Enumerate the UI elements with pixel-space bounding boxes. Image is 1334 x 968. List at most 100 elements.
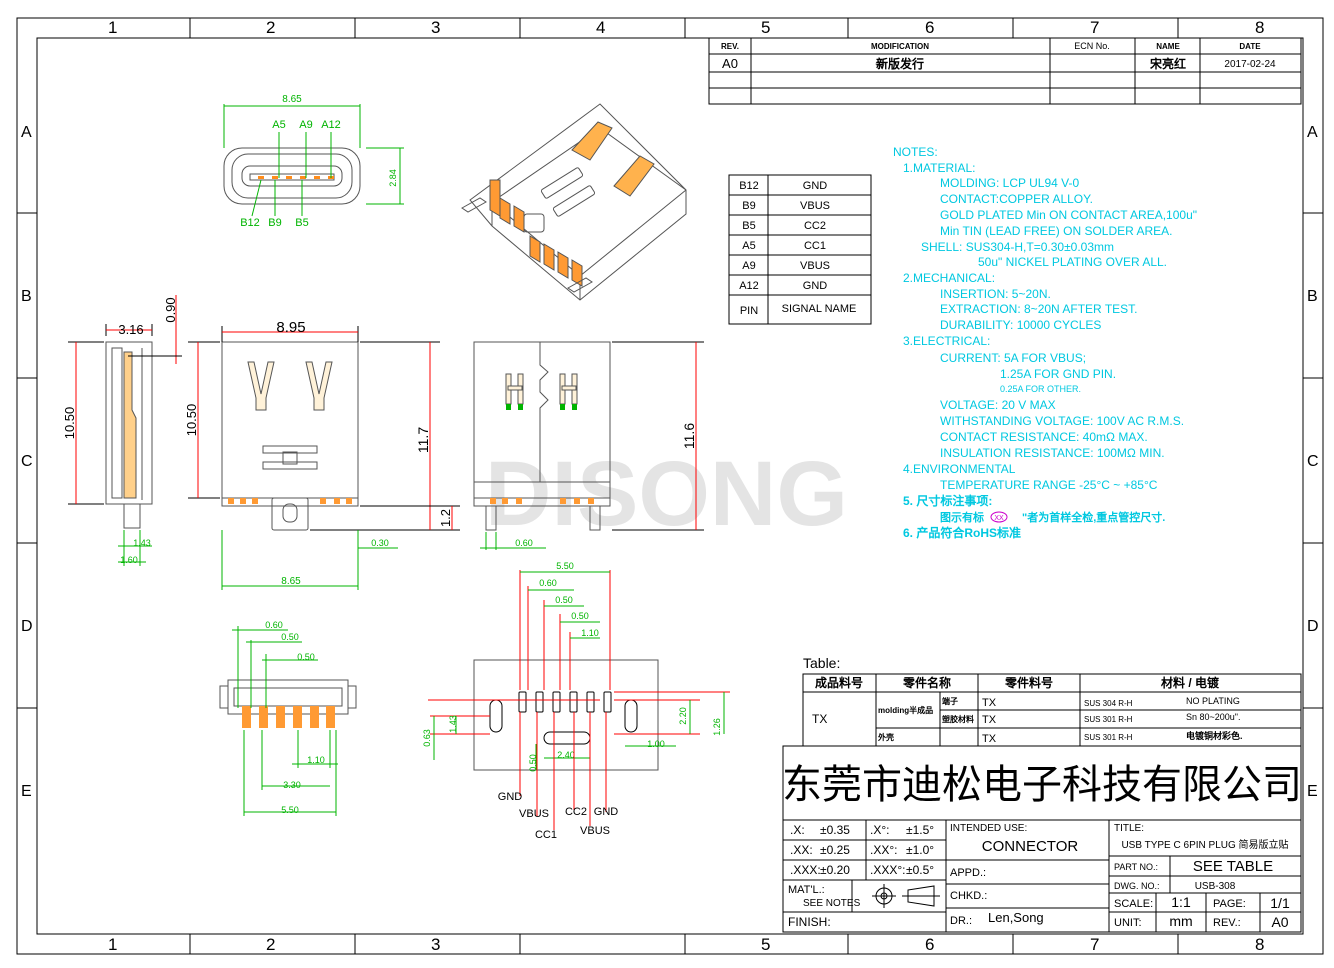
col-marker: 6 — [925, 18, 934, 37]
dim-label: 2.84 — [388, 169, 398, 187]
tol-linear-value: ±0.25 — [820, 843, 850, 857]
row-marker: E — [21, 783, 32, 800]
parts-header: 成品料号 — [815, 675, 863, 690]
dim-label: 0.30 — [371, 538, 389, 548]
pin-signal: CC2 — [804, 220, 826, 232]
material: SUS 301 R-H — [1084, 715, 1133, 724]
note-line: 图示有标 — [940, 510, 984, 524]
note-line: VOLTAGE: 20 V MAX — [940, 398, 1056, 412]
col-marker: 7 — [1090, 935, 1099, 954]
material: SUS 301 R-H — [1084, 733, 1133, 742]
name-header: NAME — [1156, 42, 1180, 51]
pin-callout: A9 — [299, 119, 312, 131]
rev-code: A0 — [1271, 914, 1288, 930]
pin-callout: B5 — [295, 217, 308, 229]
note-line: 0.25A FOR OTHER. — [1000, 384, 1081, 394]
plating: 电镀铜材彩色. — [1186, 730, 1243, 741]
inspection-mark: XX — [994, 515, 1004, 522]
dim-label: 1.60 — [120, 555, 138, 565]
parts-header: 材料 / 电镀 — [1160, 675, 1220, 690]
pin-signal: GND — [803, 280, 828, 292]
note-line: GOLD PLATED Min ON CONTACT AREA,100u" — [940, 208, 1197, 222]
dim-label: 8.65 — [282, 94, 302, 105]
row-marker: E — [1307, 783, 1318, 800]
inspection-mark-icon — [990, 511, 1008, 523]
pin-signal: GND — [803, 180, 828, 192]
pin-signal: VBUS — [800, 200, 830, 212]
part-value: SEE TABLE — [1193, 858, 1273, 875]
chkd-label: CHKD.: — [950, 890, 987, 902]
dim-label: 0.50 — [555, 595, 573, 605]
note-line: INSULATION RESISTANCE: 100MΩ MIN. — [940, 446, 1165, 460]
dim-label: 0.50 — [281, 632, 299, 642]
intended-label: INTENDED USE: — [950, 823, 1027, 834]
pin-signal: VBUS — [800, 260, 830, 272]
dim-label: 11.6 — [681, 423, 697, 449]
part-no: TX — [982, 697, 997, 709]
tol-linear: .XXX: — [790, 863, 821, 877]
note-line: 3.ELECTRICAL: — [903, 334, 990, 348]
rev-value: A0 — [722, 56, 738, 71]
tol-angle-value: ±1.5° — [906, 823, 934, 837]
note-line: "者为首样全检,重点管控尺寸. — [1022, 510, 1165, 524]
rev-label: REV.: — [1213, 917, 1241, 929]
plating: Sn 80~200u". — [1186, 712, 1241, 722]
tol-angle: .XX°: — [870, 843, 897, 857]
note-line: 1.MATERIAL: — [903, 161, 975, 175]
unit-value: mm — [1169, 913, 1192, 929]
dim-label: 1.10 — [581, 628, 599, 638]
notes-title: NOTES: — [893, 145, 938, 159]
pin-id: A9 — [742, 260, 755, 272]
pin-id: B9 — [742, 200, 755, 212]
pin-signal: CC1 — [804, 240, 826, 252]
dim-label: 1.10 — [307, 755, 325, 765]
row-marker: A — [21, 124, 32, 141]
note-line: CURRENT: 5A FOR VBUS; — [940, 351, 1086, 365]
scale-label: SCALE: — [1114, 898, 1153, 910]
unit-label: UNIT: — [1114, 917, 1142, 929]
modification-header: MODIFICATION — [871, 42, 929, 51]
pin-table: B12 GND B9 VBUS B5 CC2 A5 CC1 A9 VBUS A1… — [728, 174, 872, 325]
watermark: DISONG — [485, 443, 848, 545]
parts-header: 零件名称 — [902, 675, 951, 690]
back-view: 11.6 0.60 — [473, 341, 704, 550]
notes-block: NOTES: 1.MATERIAL: MOLDING: LCP UL94 V-0… — [893, 145, 1197, 540]
col-marker: 2 — [266, 935, 275, 954]
dim-label: 10.50 — [184, 404, 199, 437]
sheet-border — [16, 17, 1324, 955]
parts-header: 零件料号 — [1004, 675, 1053, 690]
date-header: DATE — [1239, 42, 1261, 51]
dim-label: 1.26 — [712, 718, 722, 736]
pcb-pin-label: GND — [498, 791, 523, 803]
matl-value: SEE NOTES — [803, 898, 861, 909]
dwg-label: DWG. NO.: — [1114, 881, 1160, 891]
isometric-view — [461, 103, 687, 301]
tol-linear-value: ±0.20 — [820, 863, 850, 877]
pcb-pin-label: GND — [594, 806, 619, 818]
revision-block: REV. MODIFICATION ECN No. NAME DATE A0 ♲… — [708, 37, 1302, 105]
appd-label: APPD.: — [950, 867, 986, 879]
subpart-name: 端子 — [942, 696, 958, 706]
row-marker: A — [1307, 124, 1318, 141]
subpart-name: 塑胶材料 — [942, 714, 974, 724]
col-marker: 5 — [761, 935, 770, 954]
projection-symbol-icon — [872, 884, 940, 908]
matl-label: MAT'L.: — [788, 884, 825, 896]
pin-callout: A12 — [321, 119, 341, 131]
finish-label: FINISH: — [788, 915, 831, 929]
note-line: 6. 产品符合RoHS标准 — [903, 525, 1021, 540]
intended-value: CONNECTOR — [982, 838, 1079, 855]
row-marker: B — [21, 288, 32, 305]
pin-callout: B12 — [240, 217, 260, 229]
pin-id: A5 — [742, 240, 755, 252]
front-view: 8.95 10.50 11.7 1.2 0.30 8.65 — [184, 319, 460, 590]
note-line: 4.ENVIRONMENTAL — [903, 462, 1016, 476]
note-line: WITHSTANDING VOLTAGE: 100V AC R.M.S. — [940, 414, 1184, 428]
title-block: 东莞市迪松电子科技有限公司 .X: ±0.35 .X°: ±1.5° .XX: … — [782, 745, 1302, 933]
row-marker: B — [1307, 288, 1318, 305]
drawing-title: USB TYPE C 6PIN PLUG 简易版立贴 — [1121, 838, 1288, 851]
page-label: PAGE: — [1213, 898, 1246, 910]
pin-header: PIN — [740, 305, 758, 317]
note-line: 1.25A FOR GND PIN. — [1000, 367, 1116, 381]
tol-angle-value: ±1.0° — [906, 843, 934, 857]
